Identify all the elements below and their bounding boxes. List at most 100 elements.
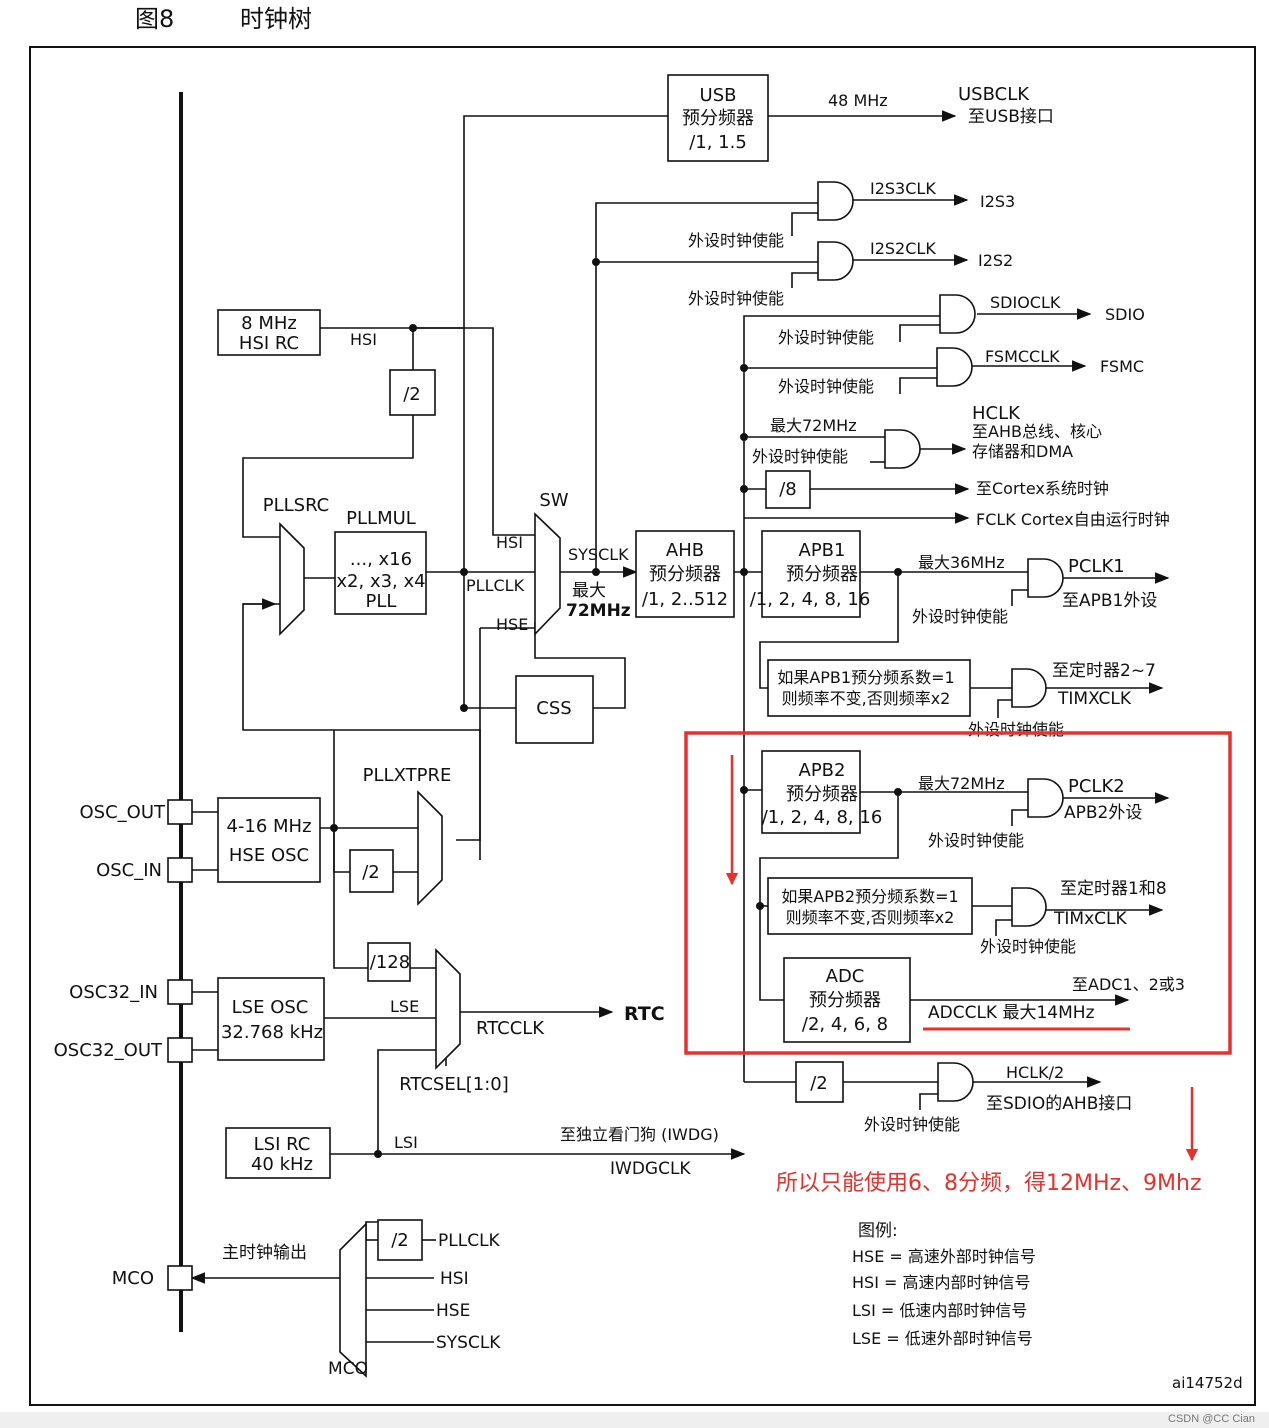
lse-signal-label: LSE [390, 997, 419, 1016]
legend-title: 图例: [858, 1221, 898, 1241]
figure-id-code: ai14752d [1172, 1374, 1243, 1392]
timxclk1-label: TIMXCLK [1057, 689, 1132, 709]
pin-osc-in [167, 857, 193, 883]
block-labels: 8 MHz HSI RC /2 PLLSRC PLLMUL ..., x16 x… [221, 85, 888, 1251]
pclk1-label: PCLK1 [1068, 556, 1125, 577]
hse-div2-label: /2 [362, 862, 380, 883]
lse-osc-line2: 32.768 kHz [221, 1022, 323, 1043]
adc-prescaler-box [783, 957, 911, 1043]
pllsrc-label: PLLSRC [263, 495, 330, 516]
mco-title: 主时钟输出 [222, 1243, 307, 1263]
hclk-label: HCLK [972, 403, 1021, 424]
apb1-note-line2: 则频率不变,否则频率x2 [782, 689, 951, 708]
pclk2-gate [1027, 778, 1064, 818]
adc-line2: 预分频器 [809, 990, 881, 1011]
pllxtpre-label: PLLXTPRE [363, 765, 452, 786]
mco-in-hse: HSE [436, 1301, 470, 1321]
hse-div2-box [349, 849, 394, 893]
i2s2-label: I2S2 [978, 251, 1013, 270]
ahb-line1: AHB [666, 540, 704, 561]
mco-mux-label: MCO [328, 1359, 368, 1379]
iwdgclk-label: IWDGCLK [610, 1159, 691, 1179]
pclk2-label: PCLK2 [1068, 776, 1125, 797]
label-mco-pin: MCO [112, 1268, 154, 1289]
tim2-enable-label: 外设时钟使能 [980, 937, 1076, 956]
hclk-dest2: 存储器和DMA [972, 442, 1073, 461]
timer-notes: 如果APB1预分频系数=1 则频率不变,否则频率x2 如果APB2预分频系数=1… [777, 668, 958, 927]
sdio-label: SDIO [1105, 305, 1145, 324]
hsi-div2-box [389, 369, 436, 416]
sysclk-label: SYSCLK [568, 545, 629, 564]
sw-hsi-label: HSI [496, 533, 523, 552]
pin-osc32-in [167, 979, 193, 1005]
figure-frame [29, 46, 1256, 1406]
pins: OSC_OUT OSC_IN OSC32_IN OSC32_OUT MCO [54, 799, 193, 1291]
pclk1-enable-label: 外设时钟使能 [912, 607, 1008, 626]
pin-osc32-out [167, 1037, 193, 1063]
css-box [515, 675, 594, 744]
gates [817, 181, 1064, 1102]
i2s3-enable-label: 外设时钟使能 [688, 231, 784, 250]
iwdg-dest: 至独立看门狗 (IWDG) [560, 1125, 719, 1144]
red-annotation: 所以只能使用6、8分频，得12MHz、9Mhz [684, 731, 1232, 1196]
adc-line3: /2, 4, 6, 8 [802, 1014, 888, 1035]
hclk-enable-label: 外设时钟使能 [752, 447, 848, 466]
hclk2-dest: 至SDIO的AHB接口 [986, 1094, 1132, 1114]
lse-osc-line1: LSE OSC [232, 997, 309, 1018]
adc-dest: 至ADC1、2或3 [1072, 975, 1185, 994]
rtcclk-label: RTCCLK [476, 1018, 545, 1039]
mco-in-hsi: HSI [440, 1269, 469, 1289]
lsi-signal-label: LSI [394, 1133, 418, 1152]
lse-osc-box [217, 977, 325, 1061]
apb1-timer-note-box [767, 659, 971, 717]
apb1-note-line1: 如果APB1预分频系数=1 [777, 668, 954, 687]
usb-line2: 预分频器 [682, 108, 754, 129]
figure-number: 图8 [135, 5, 174, 33]
pclk1-dest: 至APB1外设 [1062, 591, 1157, 611]
adc-line1: ADC [826, 966, 865, 987]
fsmcclk-label: FSMCCLK [985, 347, 1060, 366]
legend-lsi: LSI = 低速内部时钟信号 [852, 1301, 1027, 1320]
label-osc32-in: OSC32_IN [69, 982, 158, 1003]
pin-osc-out [167, 799, 193, 825]
muxes [279, 512, 561, 1378]
apb1-prescaler-box [761, 530, 861, 618]
mco-in-sysclk: SYSCLK [436, 1333, 501, 1353]
blocks [217, 74, 973, 1261]
hclk2-gate [937, 1062, 974, 1102]
sdio-gate [939, 294, 976, 334]
timxclk2-label: TIMxCLK [1053, 909, 1127, 929]
usb-line3: /1, 1.5 [689, 132, 747, 153]
sdioclk-label: SDIOCLK [990, 293, 1061, 312]
pclk1-gate [1027, 558, 1064, 598]
apb2-timer-note-box [767, 877, 973, 935]
div128-box [367, 942, 411, 982]
div128-label: /128 [370, 952, 410, 973]
mco-div2-label: /2 [391, 1230, 409, 1251]
rtcsel-mux [435, 948, 461, 1070]
cortex-label: 至Cortex系统时钟 [976, 479, 1109, 498]
sw-label: SW [539, 490, 568, 511]
pllxtpre-mux [417, 790, 443, 906]
wires [190, 110, 1170, 1343]
apb2-line3: /1, 2, 4, 8, 16 [762, 807, 883, 828]
timxclk2-gate [1011, 887, 1047, 927]
hclk-dest1: 至AHB总线、核心 [972, 422, 1102, 441]
i2s2-gate [817, 241, 854, 281]
apb2-note-line1: 如果APB2预分频系数=1 [781, 887, 958, 906]
tim1-dest: 至定时器2~7 [1052, 661, 1156, 681]
ahb-line3: /1, 2..512 [642, 589, 728, 610]
sdio-enable-label: 外设时钟使能 [778, 328, 874, 347]
rtc-label: RTC [624, 1003, 665, 1025]
i2s3-label: I2S3 [980, 192, 1015, 211]
mco-div2-box [377, 1219, 423, 1261]
sw-mux [534, 512, 561, 636]
max72-line1: 最大 [572, 581, 606, 601]
usb-prescaler-box [667, 74, 769, 162]
apb2-line1: APB2 [799, 760, 846, 781]
pin-mco [167, 1265, 193, 1291]
apb1-max-label: 最大36MHz [918, 553, 1005, 572]
i2s3clk-label: I2S3CLK [870, 179, 936, 198]
legend-lse: LSE = 低速外部时钟信号 [852, 1329, 1033, 1348]
